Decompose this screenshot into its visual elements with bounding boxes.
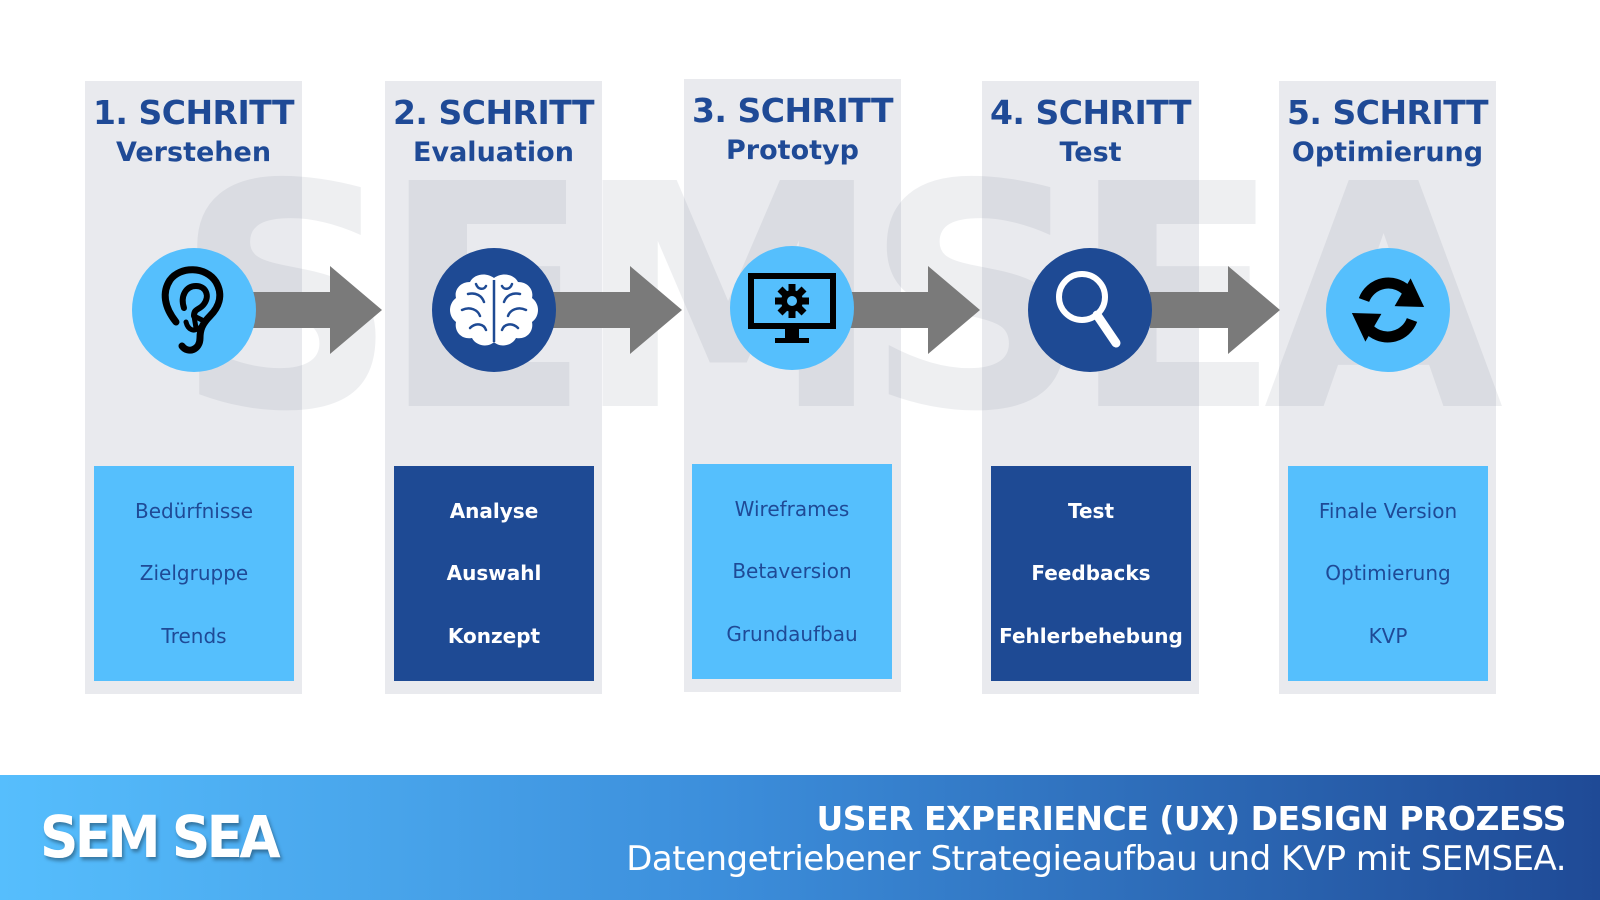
step-item: KVP (1368, 623, 1408, 648)
step-item: Test (1067, 499, 1114, 524)
step-name: Evaluation (413, 137, 574, 168)
step-name: Verstehen (115, 137, 272, 168)
step-name: Prototyp (726, 135, 859, 166)
step-number: 5. SCHRITT (1286, 93, 1489, 132)
refresh-icon (1351, 277, 1425, 343)
flow-arrow-icon (252, 266, 382, 354)
step-item: Feedbacks (1031, 561, 1151, 586)
step-1-icon-circle (132, 248, 256, 372)
step-name: Optimierung (1291, 137, 1484, 168)
step-4-icon-circle (1028, 248, 1152, 372)
footer-banner: SEM SEA USER EXPERIENCE (UX) DESIGN PROZ… (0, 775, 1600, 900)
footer-subtitle: Datengetriebener Strategieaufbau und KVP… (626, 839, 1566, 879)
step-item: Konzept (447, 623, 541, 648)
step-3-icon-circle (730, 246, 854, 370)
step-5-icon-circle (1326, 248, 1450, 372)
footer-title: USER EXPERIENCE (UX) DESIGN PROZESS (816, 799, 1566, 838)
flow-arrow-icon (1150, 266, 1280, 354)
step-item: Finale Version (1318, 499, 1458, 524)
step-item: Optimierung (1325, 561, 1451, 586)
flow-arrow-icon (552, 266, 682, 354)
magnifier-icon (1056, 271, 1121, 348)
step-4-items: Test Feedbacks Fehlerbehebung (991, 466, 1191, 681)
step-number: 3. SCHRITT (691, 91, 894, 130)
step-item: Betaversion (732, 559, 852, 584)
brain-icon (450, 274, 538, 346)
semsea-logo: SEM SEA (40, 803, 281, 871)
ear-icon (161, 266, 224, 354)
step-5-items: Finale Version Optimierung KVP (1288, 466, 1488, 681)
flow-arrow-icon (850, 266, 980, 354)
step-item: Zielgruppe (139, 561, 249, 586)
step-item: Trends (161, 623, 227, 648)
step-2-icon-circle (432, 248, 556, 372)
step-item: Wireframes (734, 497, 850, 522)
step-item: Auswahl (446, 561, 542, 586)
step-item: Analyse (449, 499, 539, 524)
step-item: Bedürfnisse (134, 499, 254, 524)
step-item: Grundaufbau (726, 621, 858, 646)
step-number: 4. SCHRITT (989, 93, 1192, 132)
step-name: Test (1059, 137, 1122, 168)
step-1-items: Bedürfnisse Zielgruppe Trends (94, 466, 294, 681)
step-2-items: Analyse Auswahl Konzept (394, 466, 594, 681)
step-item: Fehlerbehebung (999, 623, 1183, 648)
monitor-gear-icon (748, 273, 836, 343)
step-number: 1. SCHRITT (92, 93, 295, 132)
step-number: 2. SCHRITT (392, 93, 595, 132)
step-3-items: Wireframes Betaversion Grundaufbau (692, 464, 892, 679)
